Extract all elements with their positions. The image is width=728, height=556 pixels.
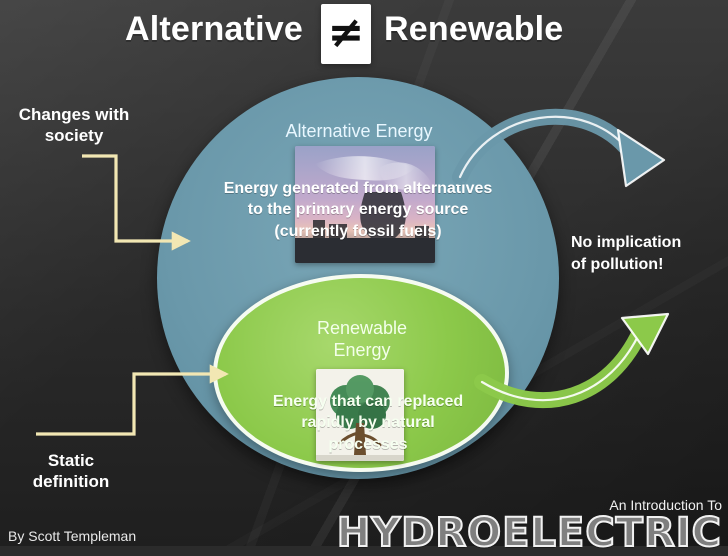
title-alternative: Alternative (125, 10, 303, 48)
no-implication-of-pollution: No implication of pollution! (571, 232, 681, 275)
alternative-energy-definition-text: Energy generated from alternatives to th… (223, 180, 493, 240)
label-static-definition: Static definition (18, 450, 124, 493)
label-static-text: Static definition (32, 451, 110, 492)
author-credit: By Scott Templeman (8, 528, 137, 544)
arrow-renewable-to-no-implication (474, 312, 670, 409)
not-equal-symbol-box: ≠ (321, 4, 371, 64)
power-plant-illustration (295, 146, 435, 263)
renewable-energy-definition-text: Energy that can replaced rapidly by natu… (272, 393, 464, 453)
arrow-alternative-to-no-implication (452, 108, 666, 188)
label-changes-text: Changes with society (18, 105, 130, 146)
renewable-energy-title-text: Renewable Energy (316, 318, 408, 360)
connector-changes-to-alternative (82, 154, 191, 251)
alternative-energy-title: Alternative Energy (285, 121, 433, 141)
renewable-energy-title: Renewable Energy (292, 318, 432, 361)
label-changes-with-society: Changes with society (8, 104, 140, 147)
no-implication-text: No implication of pollution! (571, 234, 682, 273)
alternative-energy-definition: Energy generated from alternatives to th… (185, 178, 531, 242)
title-renewable: Renewable (384, 10, 564, 48)
renewable-energy-definition: Energy that can replaced rapidly by natu… (247, 391, 489, 455)
tree-photo (316, 369, 404, 461)
footer-intro-text: An Introduction To (609, 497, 722, 513)
footer-brand-text: HYDROELECTRIC (336, 509, 722, 556)
tree-illustration (316, 369, 404, 461)
not-equal-icon: ≠ (327, 7, 365, 58)
connector-static-to-renewable (36, 364, 229, 436)
power-plant-photo (295, 146, 435, 263)
